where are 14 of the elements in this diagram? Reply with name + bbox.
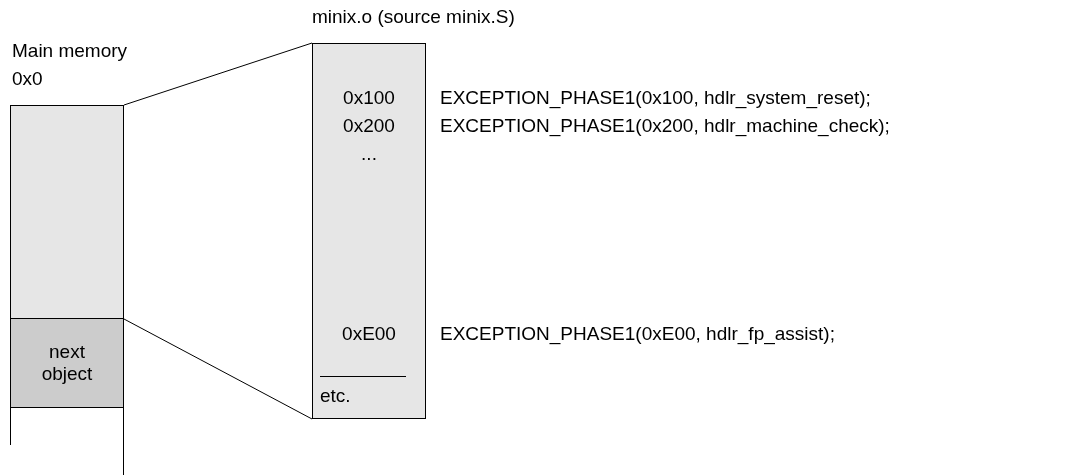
code-line: EXCEPTION_PHASE1(0x200, hdlr_machine_check); bbox=[440, 115, 890, 137]
zoom-line bbox=[123, 42, 313, 106]
etc-label: etc. bbox=[320, 385, 351, 407]
memory-heading: Main memory bbox=[12, 40, 128, 62]
address-label: 0x0 bbox=[12, 68, 43, 90]
code-line: EXCEPTION_PHASE1(0xE00, hdlr_fp_assist); bbox=[440, 323, 835, 345]
address-label: 0x200 bbox=[342, 115, 396, 137]
object-file-heading: minix.o (source minix.S) bbox=[312, 6, 515, 28]
ellipsis-text: ... bbox=[360, 143, 378, 165]
code-line: EXCEPTION_PHASE1(0x100, hdlr_system_reset); bbox=[440, 87, 871, 109]
address-label: 0xE00 bbox=[341, 323, 397, 345]
memory-segment: next object bbox=[10, 318, 124, 408]
zoom-line bbox=[123, 318, 313, 420]
address-label: 0x100 bbox=[342, 87, 396, 109]
